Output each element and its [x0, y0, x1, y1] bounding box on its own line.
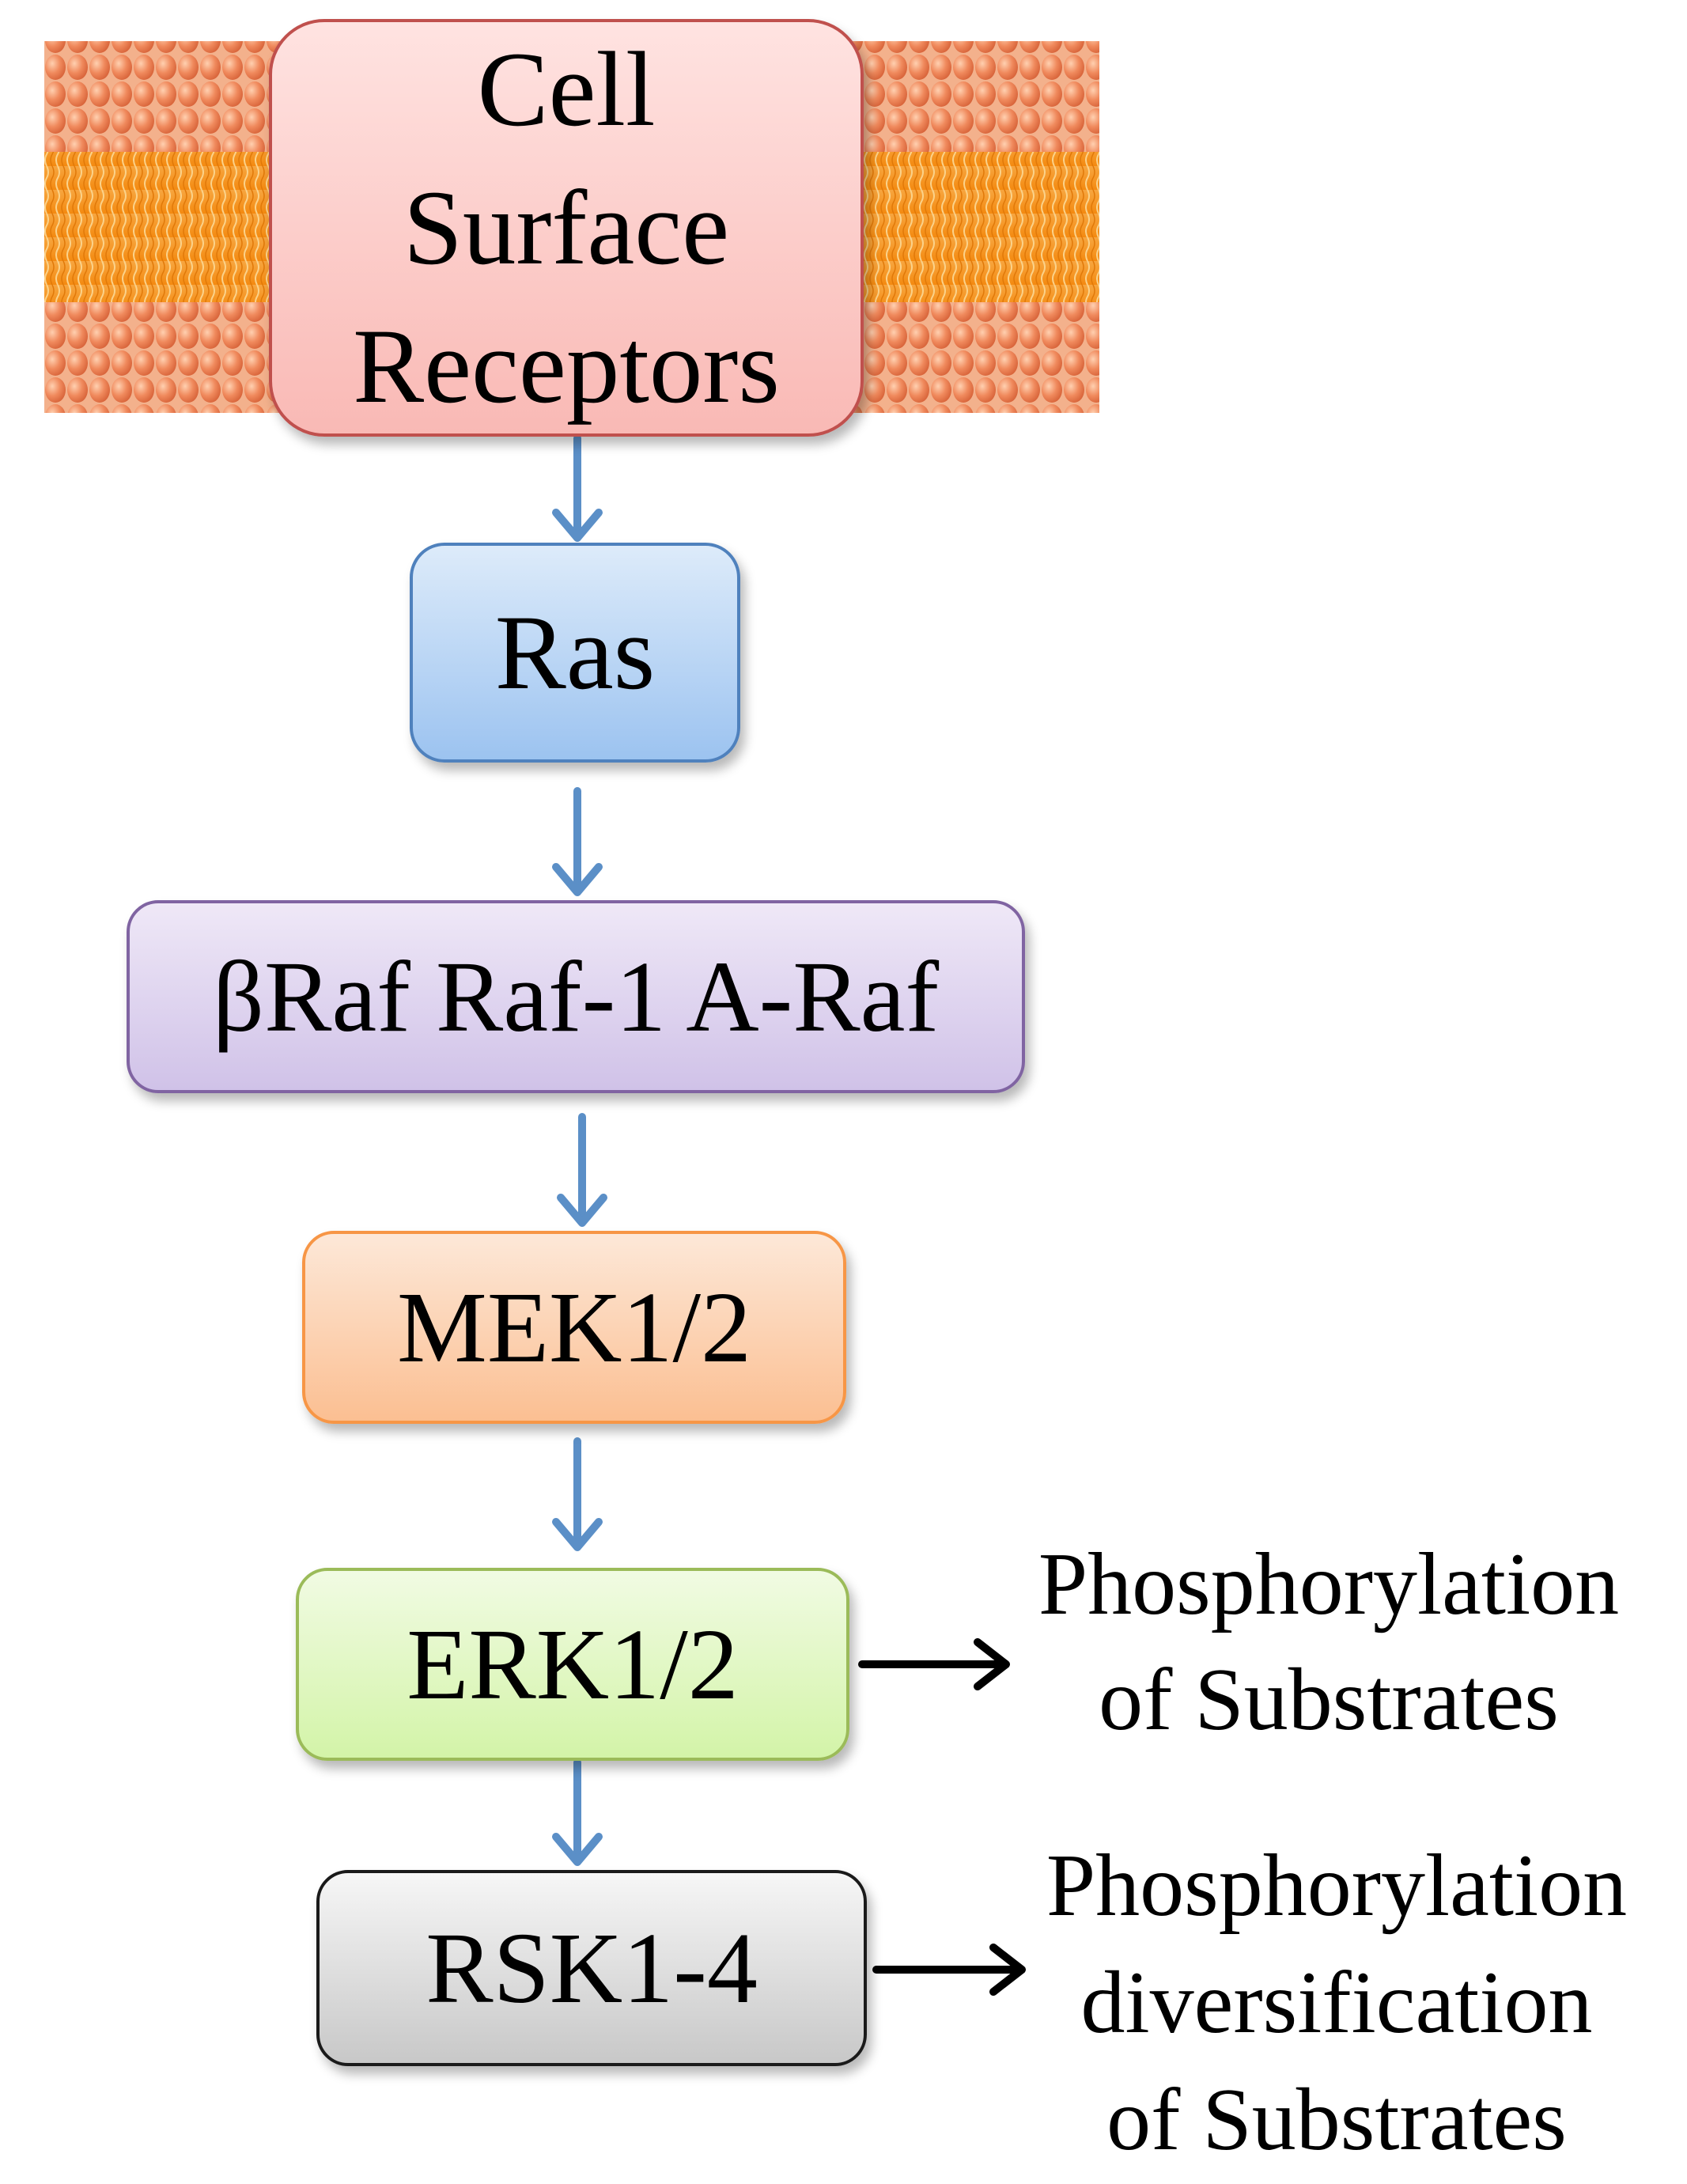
node-label: RSK1-4 [426, 1911, 758, 2024]
node-erk: ERK1/2 [296, 1568, 849, 1761]
arrow-ras-to-raf [552, 787, 603, 896]
node-ras: Ras [410, 543, 740, 763]
arrow-erk-to-rsk [552, 1758, 603, 1866]
node-rsk: RSK1-4 [316, 1870, 867, 2066]
node-label: Ras [494, 593, 656, 712]
node-mek: MEK1/2 [302, 1231, 846, 1424]
arrow-mek-to-erk [552, 1437, 603, 1551]
membrane-left [44, 41, 282, 413]
erk-output-label: Phosphorylation of Substrates [1038, 1535, 1620, 1749]
cell-membrane [44, 41, 1099, 413]
arrow-raf-to-mek [557, 1113, 607, 1227]
node-label: MEK1/2 [397, 1270, 751, 1383]
node-label: ERK1/2 [407, 1607, 739, 1720]
node-label: βRaf Raf-1 A-Raf [212, 940, 940, 1053]
node-label: Cell Surface Receptors [353, 30, 780, 426]
arrow-receptors-to-ras [552, 434, 603, 542]
rsk-output-label: Phosphorylation diversification of Subst… [1046, 1837, 1628, 2169]
membrane-right [853, 41, 1099, 413]
node-raf: βRaf Raf-1 A-Raf [127, 900, 1025, 1093]
arrow-rsk-to-output [872, 1944, 1026, 1996]
node-cell-surface-receptors: Cell Surface Receptors [269, 19, 864, 437]
arrow-erk-to-output [858, 1638, 1010, 1690]
